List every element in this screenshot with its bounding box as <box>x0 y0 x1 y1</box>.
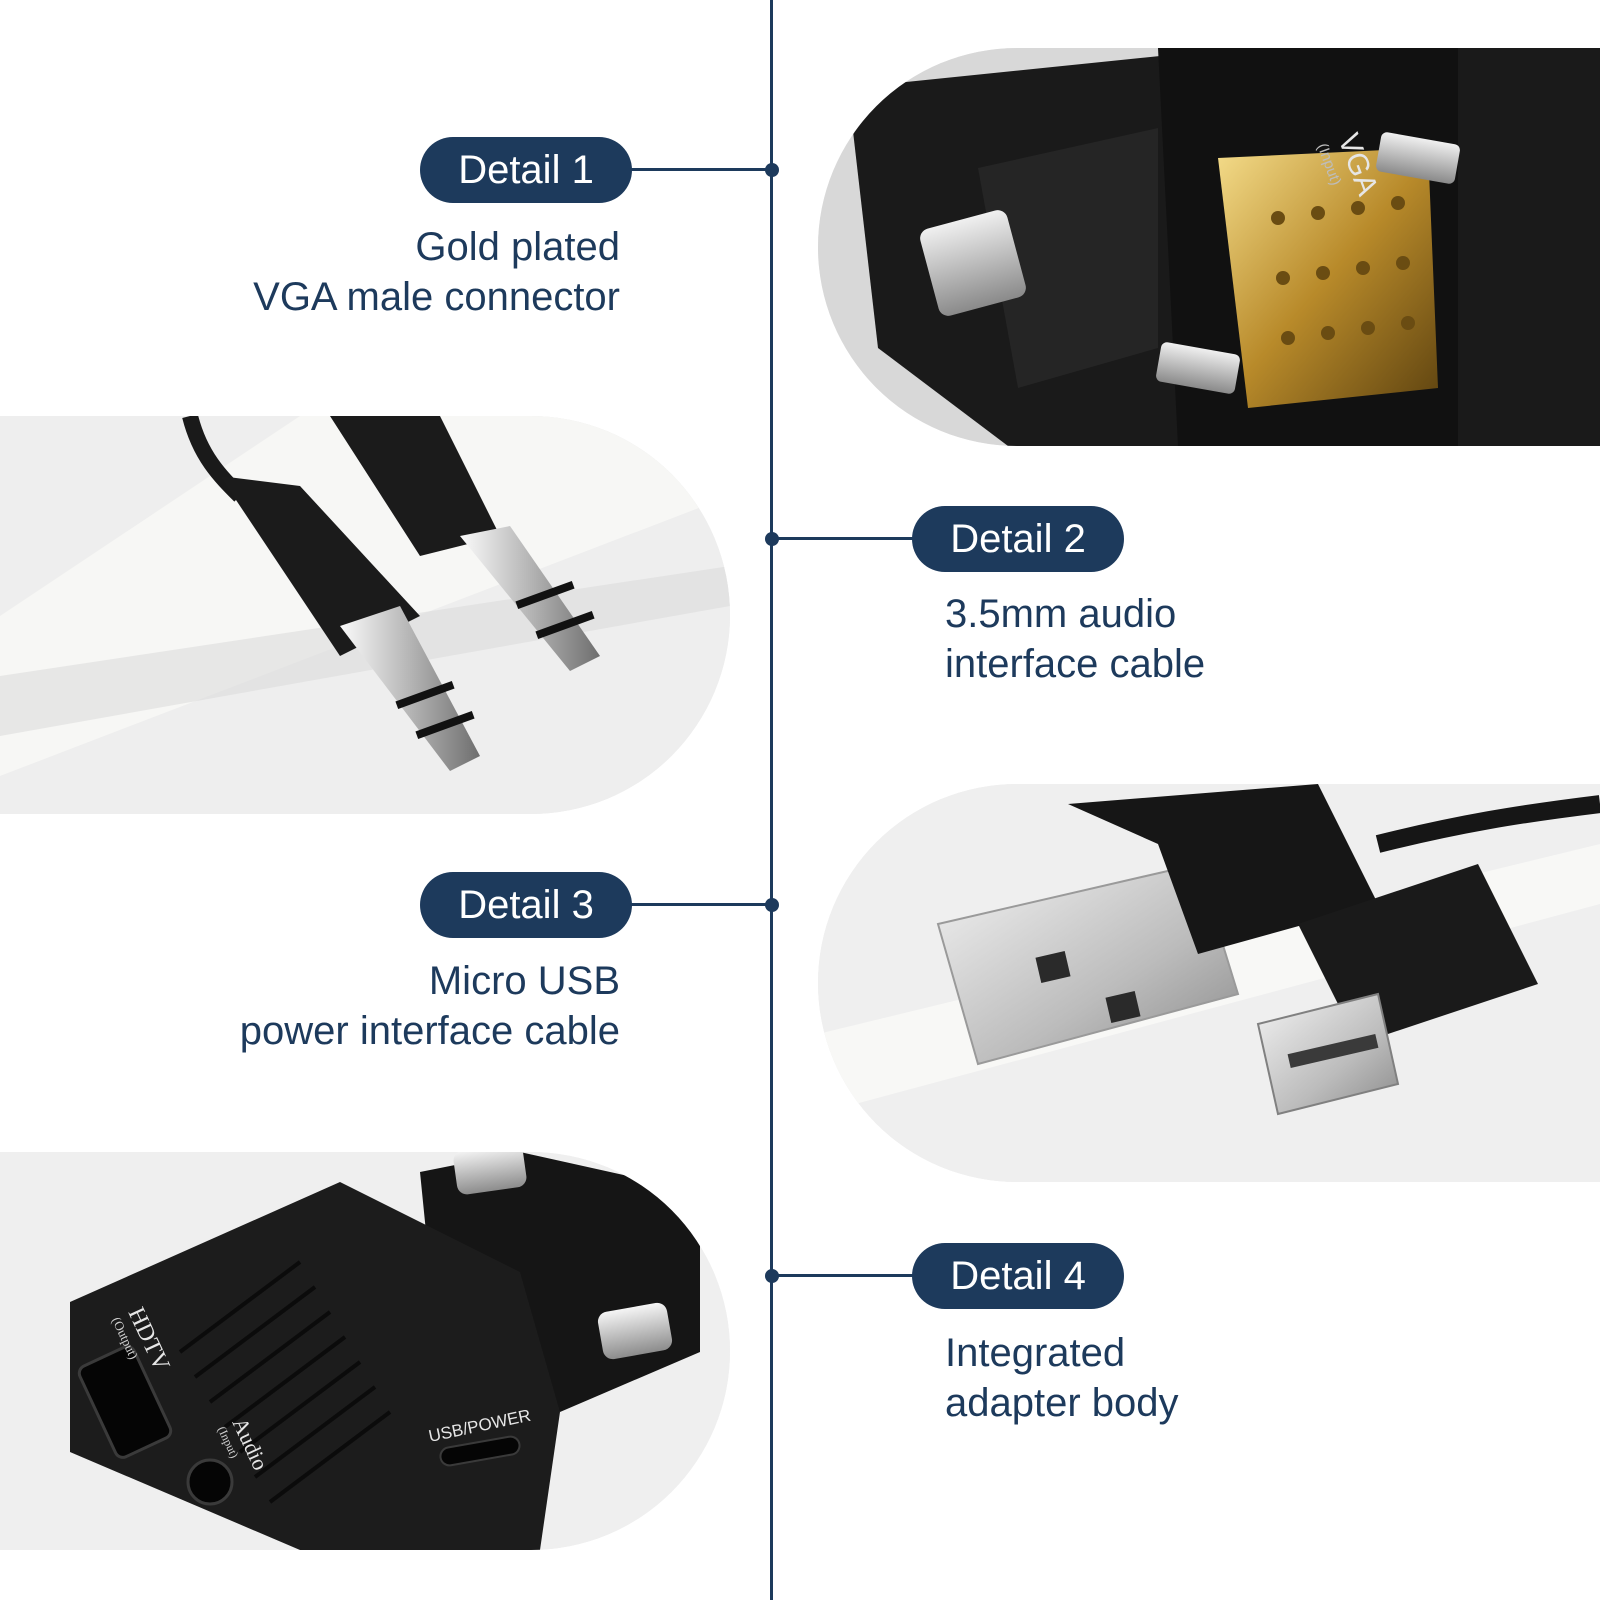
detail-1-line-1: Gold plated <box>415 225 620 269</box>
detail-1-line-2: VGA male connector <box>253 275 620 319</box>
detail-4-description: Integrated adapter body <box>945 1328 1179 1428</box>
timeline-dot-1 <box>765 163 779 177</box>
detail-3-badge: Detail 3 <box>420 872 632 938</box>
usb-cable-photo <box>818 784 1600 1182</box>
timeline-line <box>770 0 773 1600</box>
timeline-dot-3 <box>765 898 779 912</box>
connector-1 <box>630 168 770 171</box>
detail-2-line-1: 3.5mm audio <box>945 592 1177 636</box>
detail-1-description: Gold plated VGA male connector <box>253 222 620 322</box>
audio-jack-photo <box>0 416 730 814</box>
detail-3-line-1: Micro USB <box>428 959 620 1003</box>
detail-2-description: 3.5mm audio interface cable <box>945 589 1205 689</box>
connector-4 <box>770 1274 920 1277</box>
detail-1-badge: Detail 1 <box>420 137 632 203</box>
detail-2-line-2: interface cable <box>945 642 1206 686</box>
connector-3 <box>630 903 770 906</box>
connector-2 <box>770 537 920 540</box>
thumbscrew-icon <box>597 1302 673 1360</box>
detail-4-line-1: Integrated <box>945 1331 1126 1375</box>
detail-2-badge: Detail 2 <box>912 506 1124 572</box>
vga-connector-photo: VGA (Input) <box>818 48 1600 446</box>
thumbscrew-icon <box>920 210 1026 316</box>
detail-3-description: Micro USB power interface cable <box>240 956 620 1056</box>
detail-4-line-2: adapter body <box>945 1381 1179 1425</box>
detail-3-line-2: power interface cable <box>239 1009 620 1053</box>
detail-4-badge: Detail 4 <box>912 1243 1124 1309</box>
adapter-body-photo: HDTV (Output) Audio (Input) USB/POWER <box>0 1152 730 1550</box>
